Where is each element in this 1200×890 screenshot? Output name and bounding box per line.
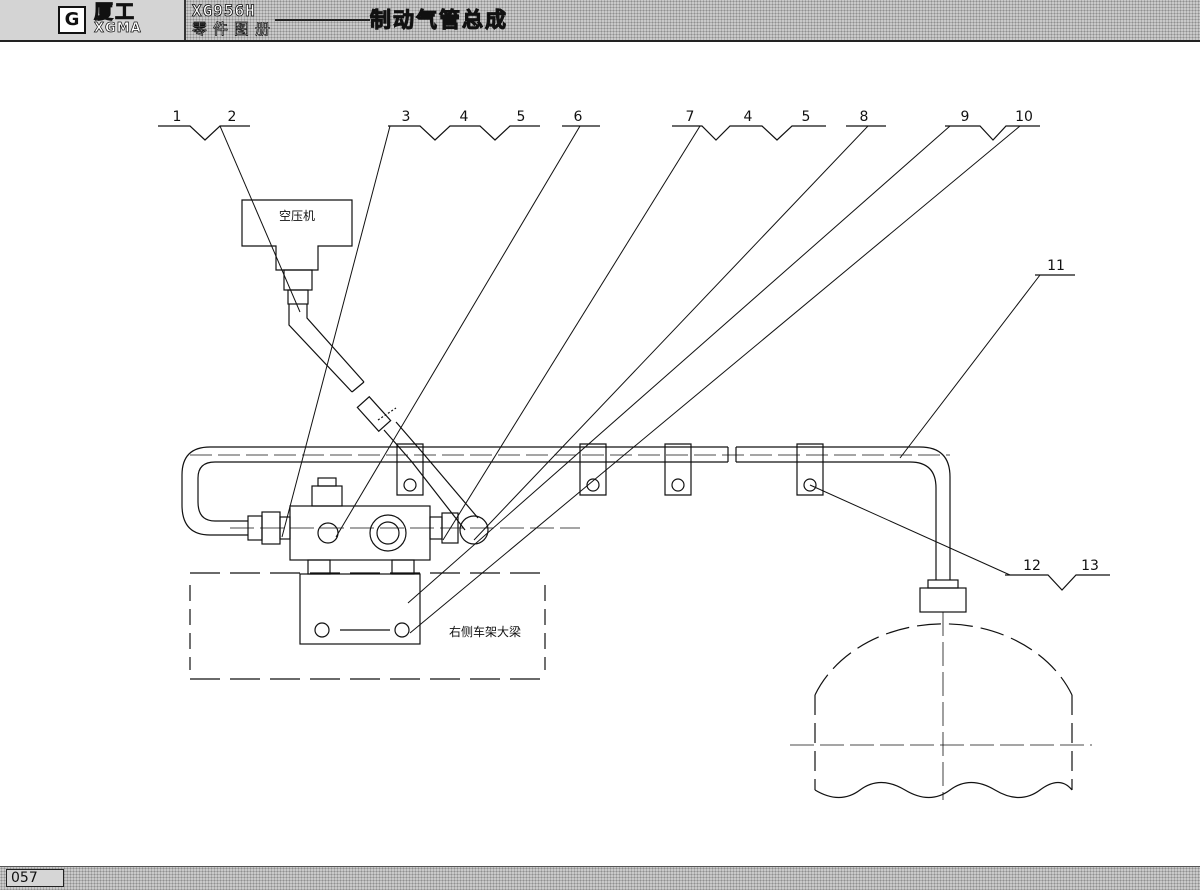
xgma-logo-icon: G (58, 6, 86, 34)
valve-bracket (299, 559, 421, 645)
callout-5a: 5 (517, 109, 526, 125)
callout-12: 12 (1023, 558, 1041, 574)
callout-1: 1 (173, 109, 182, 125)
valve-assembly (230, 477, 580, 561)
callout-4b: 4 (744, 109, 753, 125)
callout-11: 11 (1047, 258, 1065, 274)
callout-10: 10 (1015, 109, 1033, 125)
brand-logo: G 厦工 XGMA (0, 0, 186, 40)
page-number: 057 (6, 869, 64, 887)
callout-7: 7 (686, 109, 695, 125)
frame-beam-label: 右侧车架大梁 (449, 624, 521, 639)
leader-lines (219, 125, 1041, 634)
callout-5b: 5 (802, 109, 811, 125)
compressor-outlet-pipe (288, 304, 479, 531)
header-bar: G 厦工 XGMA XG956H 零件图册 制动气管总成 (0, 0, 1200, 42)
title-rule (275, 19, 370, 21)
callout-4a: 4 (460, 109, 469, 125)
manual-title: 零件图册 (192, 20, 277, 38)
pipe-clamps (396, 443, 824, 496)
callout-6: 6 (574, 109, 583, 125)
callout-brackets (158, 125, 1110, 591)
callout-2: 2 (228, 109, 237, 125)
right-frame-beam: 右侧车架大梁 (189, 572, 546, 680)
air-compressor: 空压机 (241, 199, 353, 305)
callout-9: 9 (961, 109, 970, 125)
model-number: XG956H (192, 1, 256, 20)
callout-13: 13 (1081, 558, 1099, 574)
page-title: 制动气管总成 (370, 8, 508, 33)
air-reservoir (790, 579, 1092, 800)
compressor-label: 空压机 (279, 209, 315, 223)
brand-name-cn: 厦工 (93, 1, 137, 23)
callout-3: 3 (402, 109, 411, 125)
callout-labels: 1 2 3 4 5 6 7 4 5 8 9 10 11 12 13 (173, 109, 1099, 574)
footer-bar: 057 (0, 866, 1200, 890)
callout-8: 8 (860, 109, 869, 125)
brand-name-en: XGMA (94, 21, 142, 36)
